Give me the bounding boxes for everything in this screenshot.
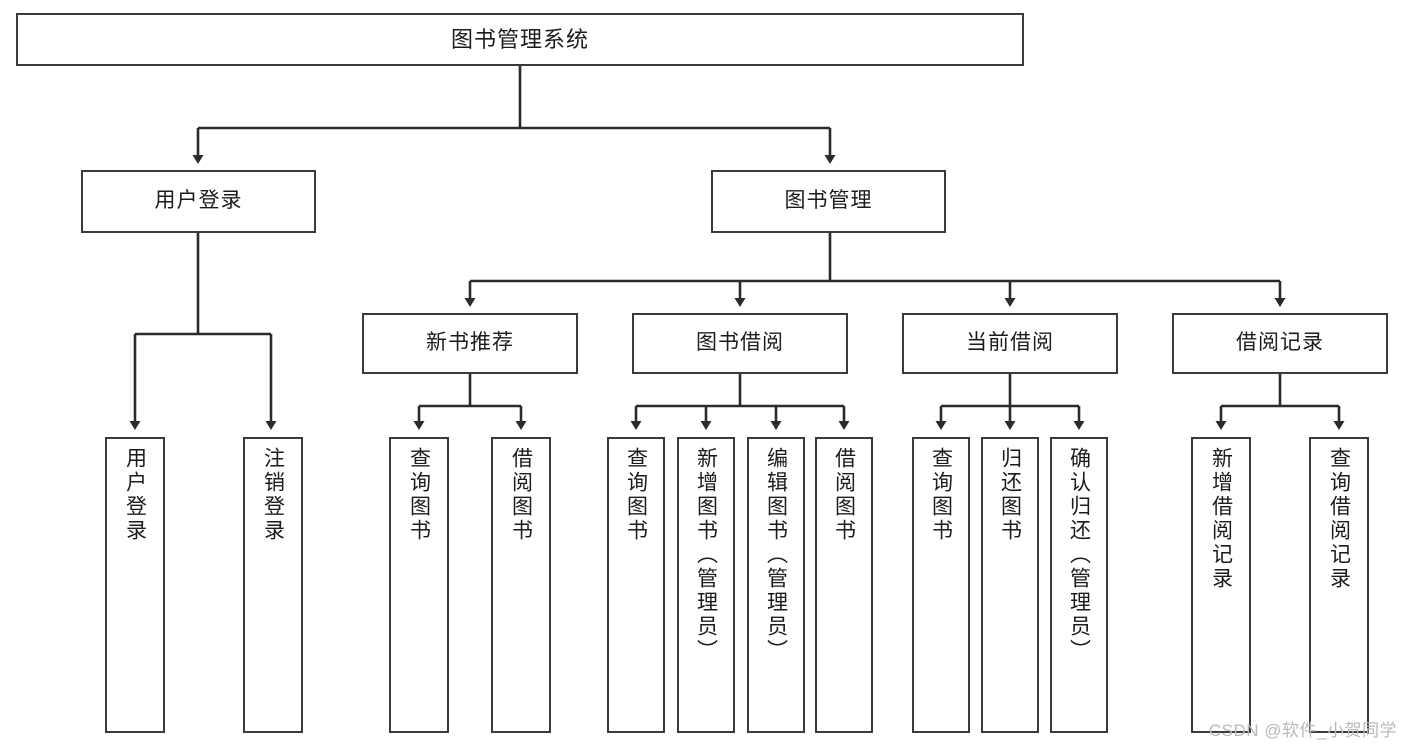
leaf-text-wrap: 新增图书（管理员）: [679, 439, 733, 731]
leaf-text-wrap: 查询图书: [391, 439, 447, 731]
leaf-text-wrap: 查询图书: [609, 439, 663, 731]
node-label: 新增借阅记录: [1209, 447, 1233, 591]
leaf-user-login-login[interactable]: 用户登录: [105, 437, 165, 733]
node-label: 借阅记录: [1236, 331, 1324, 355]
node-book-management[interactable]: 图书管理: [711, 170, 946, 233]
node-new-book-recommend[interactable]: 新书推荐: [362, 313, 578, 374]
node-label: 当前借阅: [966, 331, 1054, 355]
leaf-text-wrap: 编辑图书（管理员）: [749, 439, 803, 731]
csdn-watermark: CSDN @软件_小贺同学: [1208, 721, 1397, 740]
node-current-borrow[interactable]: 当前借阅: [902, 313, 1118, 374]
leaf-user-login-logout[interactable]: 注销登录: [243, 437, 303, 733]
leaf-text-wrap: 归还图书: [983, 439, 1037, 731]
leaf-current-borrow-confirm-return-admin[interactable]: 确认归还（管理员）: [1050, 437, 1108, 733]
node-label: 新增图书（管理员）: [694, 447, 718, 663]
node-label: 查询图书: [929, 447, 953, 543]
leaf-borrow-record-query-record[interactable]: 查询借阅记录: [1309, 437, 1369, 733]
leaf-current-borrow-return-book[interactable]: 归还图书: [981, 437, 1039, 733]
node-label: 用户登录: [154, 189, 243, 213]
leaf-new-book-borrow-book[interactable]: 借阅图书: [491, 437, 551, 733]
node-label: 图书借阅: [696, 331, 784, 355]
node-label: 借阅图书: [832, 447, 856, 543]
node-label: 归还图书: [998, 447, 1022, 543]
leaf-book-borrow-add-book-admin[interactable]: 新增图书（管理员）: [677, 437, 735, 733]
leaf-text-wrap: 新增借阅记录: [1193, 439, 1249, 731]
leaf-text-wrap: 查询借阅记录: [1311, 439, 1367, 731]
node-label: 用户登录: [123, 447, 147, 543]
node-label: 图书管理: [784, 189, 873, 213]
leaf-text-wrap: 借阅图书: [817, 439, 871, 731]
node-label: 借阅图书: [509, 447, 533, 543]
node-label: 查询图书: [624, 447, 648, 543]
node-label: 注销登录: [261, 447, 285, 543]
node-label: 编辑图书（管理员）: [764, 447, 788, 663]
leaf-book-borrow-edit-book-admin[interactable]: 编辑图书（管理员）: [747, 437, 805, 733]
leaf-current-borrow-query-book[interactable]: 查询图书: [912, 437, 970, 733]
leaf-text-wrap: 查询图书: [914, 439, 968, 731]
leaf-new-book-query-book[interactable]: 查询图书: [389, 437, 449, 733]
node-label: 图书管理系统: [450, 26, 589, 52]
leaf-book-borrow-borrow-book[interactable]: 借阅图书: [815, 437, 873, 733]
leaf-text-wrap: 注销登录: [245, 439, 301, 731]
node-book-borrow[interactable]: 图书借阅: [632, 313, 848, 374]
node-label: 查询借阅记录: [1327, 447, 1351, 591]
node-root-book-management-system[interactable]: 图书管理系统: [16, 13, 1024, 66]
node-user-login[interactable]: 用户登录: [81, 170, 316, 233]
leaf-book-borrow-query-book[interactable]: 查询图书: [607, 437, 665, 733]
leaf-borrow-record-add-record[interactable]: 新增借阅记录: [1191, 437, 1251, 733]
node-label: 确认归还（管理员）: [1067, 447, 1091, 663]
node-label: 新书推荐: [426, 331, 514, 355]
leaf-text-wrap: 确认归还（管理员）: [1052, 439, 1106, 731]
node-label: 查询图书: [407, 447, 431, 543]
leaf-text-wrap: 借阅图书: [493, 439, 549, 731]
node-borrow-record[interactable]: 借阅记录: [1172, 313, 1388, 374]
leaf-text-wrap: 用户登录: [107, 439, 163, 731]
